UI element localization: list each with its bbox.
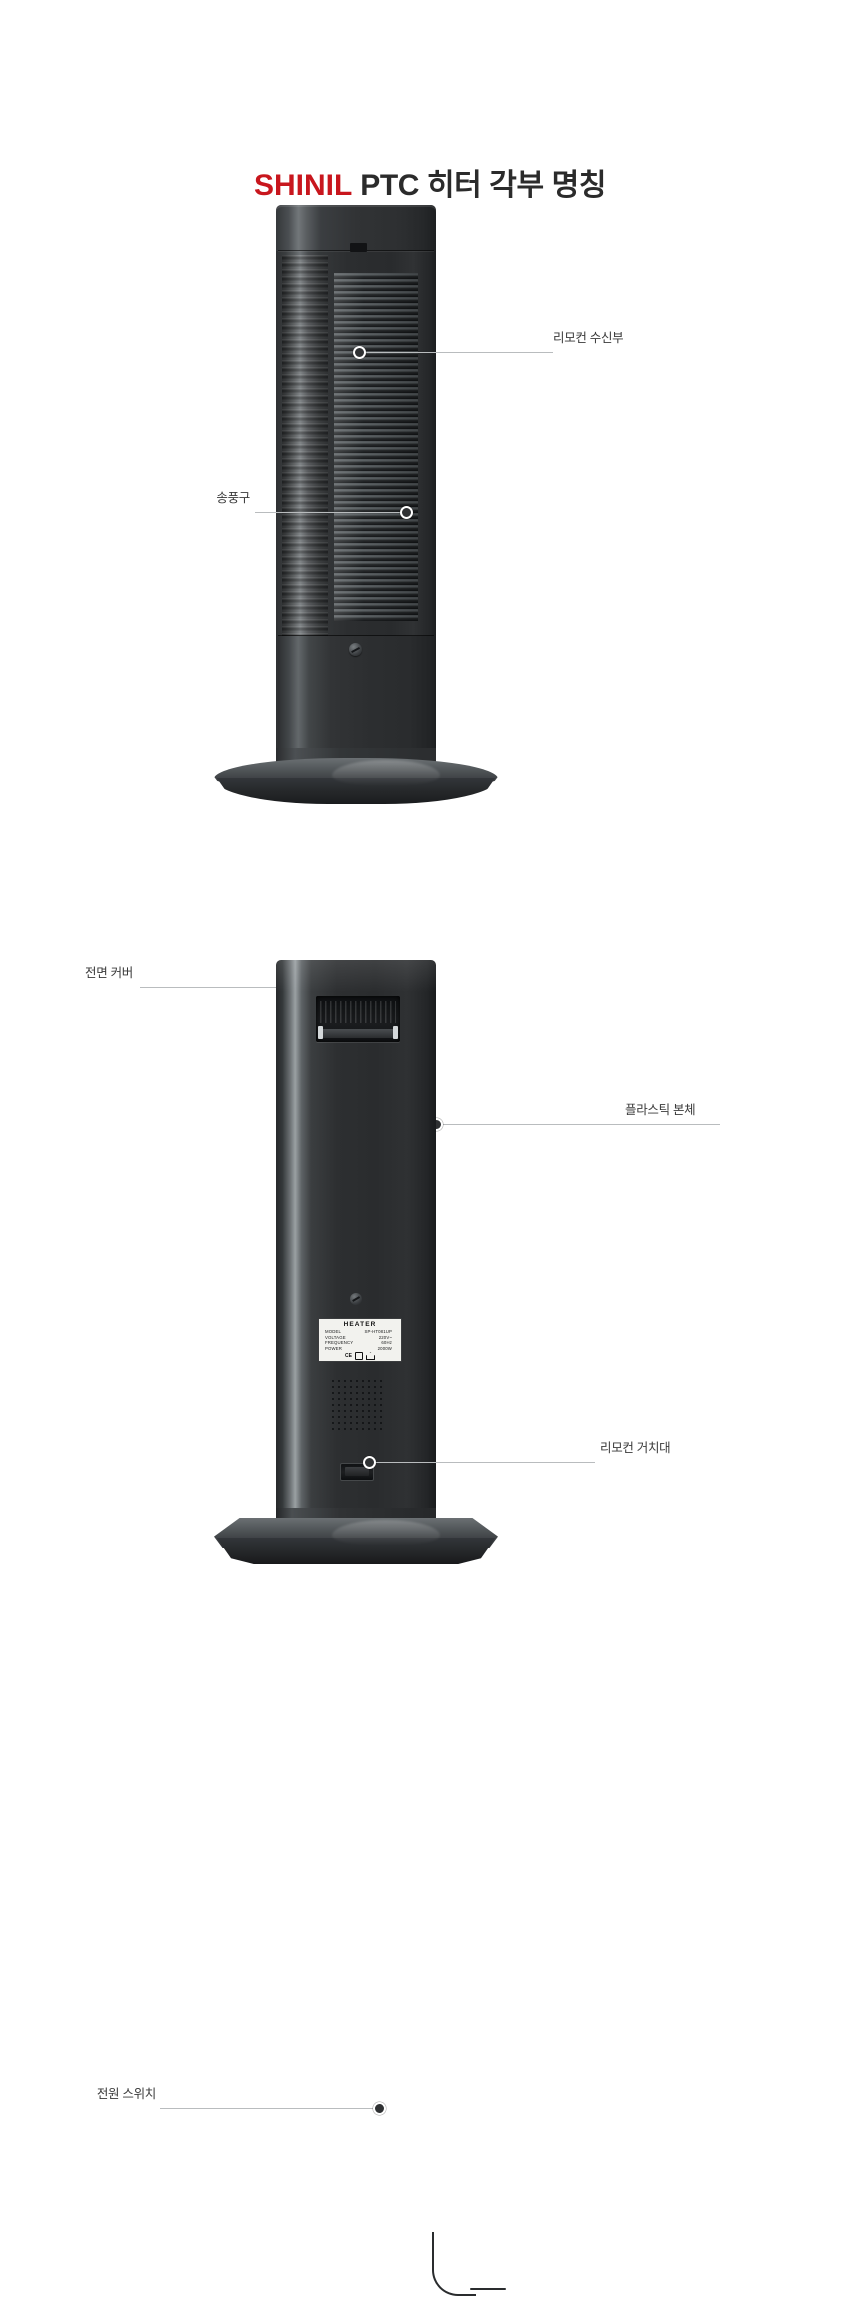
rating-row-frequency: FREQUENCY 60Hz (322, 1340, 398, 1346)
rating-key-model: MODEL (325, 1329, 342, 1334)
power-cord-tail (470, 2288, 506, 2290)
back-vent-dots (330, 1378, 386, 1430)
marker-remote-holder (363, 1456, 376, 1469)
rating-value-voltage: 220V~ (378, 1334, 392, 1340)
rating-value-model: SP-HT081UP (364, 1329, 392, 1334)
ce-mark-icon: CE (345, 1353, 352, 1360)
leader-line-air-outlet (255, 512, 407, 513)
rohs-mark-icon (365, 1352, 375, 1361)
leader-line-remote-holder (370, 1462, 595, 1463)
rating-row-model: MODEL SP-HT081UP (322, 1329, 398, 1335)
base-highlight-back (332, 1520, 440, 1546)
back-screw-icon (350, 1293, 362, 1305)
rating-value-frequency: 60Hz (381, 1340, 392, 1346)
grille-sheen (334, 273, 418, 621)
heater-front-view (214, 205, 498, 804)
base-highlight (332, 760, 440, 786)
heater-body-back (276, 960, 436, 1540)
remote-holder-tab-left (318, 1026, 323, 1039)
leader-line-plastic-body (437, 1124, 720, 1125)
rating-key-frequency: FREQUENCY (325, 1340, 354, 1346)
remote-holder-slots (320, 1001, 396, 1023)
heater-base-back (214, 1508, 498, 1570)
heater-back-view: HEATER MODEL SP-HT081UP VOLTAGE 220V~ FR… (214, 960, 498, 1564)
remote-holder-recess (316, 996, 400, 1042)
leader-line-front-cover (140, 987, 336, 988)
marker-power-switch (373, 2102, 386, 2115)
callout-plastic-body: 플라스틱 본체 (625, 1103, 696, 1117)
base-bottom-plate-back (216, 1538, 496, 1564)
heater-base-front (214, 748, 498, 806)
remote-holder-tab-right (393, 1026, 398, 1039)
kc-mark-icon (354, 1352, 363, 1361)
remote-holder-bar (318, 1029, 398, 1038)
cover-screw-icon (349, 643, 362, 656)
power-cord (432, 2232, 476, 2296)
marker-air-outlet (400, 506, 413, 519)
rating-label-heading: HEATER (343, 1321, 377, 1328)
rating-row-power: POWER 2000W (322, 1346, 398, 1352)
rating-key-power: POWER (325, 1345, 342, 1351)
callout-power-switch: 전원 스위치 (96, 2087, 156, 2101)
rating-value-power: 2000W (377, 1345, 392, 1351)
page-title: SHINIL PTC 히터 각부 명칭 (0, 160, 860, 204)
front-cover-seam (278, 635, 434, 636)
remote-receiver-window (350, 243, 367, 252)
callout-front-cover: 전면 커버 (85, 966, 133, 980)
rating-label-plate: HEATER MODEL SP-HT081UP VOLTAGE 220V~ FR… (318, 1318, 402, 1362)
rating-key-voltage: VOLTAGE (325, 1334, 346, 1340)
rating-certification-marks: CE (322, 1352, 398, 1361)
rating-row-voltage: VOLTAGE 220V~ (322, 1335, 398, 1341)
callout-air-outlet: 송풍구 (216, 491, 250, 505)
power-switch-rocker[interactable] (345, 1467, 369, 1476)
marker-remote-receiver (353, 346, 366, 359)
callout-remote-receiver: 리모컨 수신부 (553, 331, 624, 345)
title-rest: PTC 히터 각부 명칭 (352, 169, 607, 202)
air-outlet-grille (334, 273, 418, 621)
grille-louvers (334, 273, 418, 621)
callout-remote-holder: 리모컨 거치대 (600, 1441, 671, 1455)
brand-name: SHINIL (253, 169, 353, 202)
back-top-sheen (276, 960, 436, 992)
leader-line-remote-receiver (360, 352, 553, 353)
leader-line-power-switch (160, 2108, 380, 2109)
